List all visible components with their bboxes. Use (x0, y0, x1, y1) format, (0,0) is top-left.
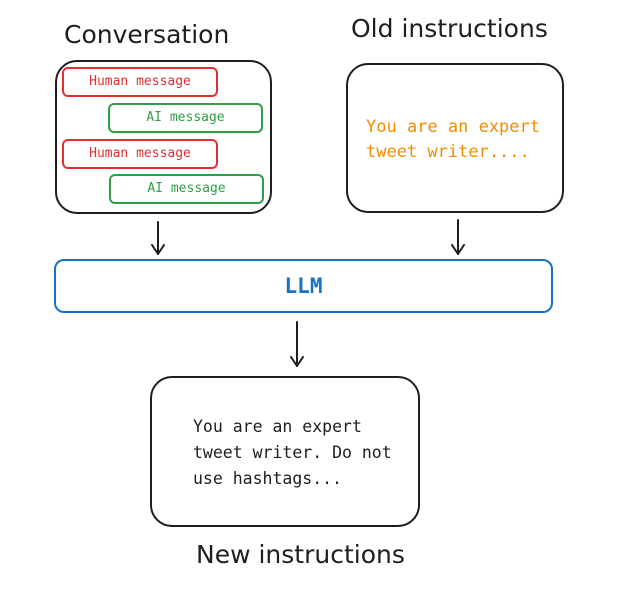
ai-message-1: AI message (108, 103, 263, 133)
ai-message-2: AI message (109, 174, 264, 204)
human-message-2: Human message (62, 139, 218, 169)
old-instructions-box (346, 63, 564, 213)
llm-box: LLM (54, 259, 553, 313)
arrow-conversation-to-llm-icon (151, 221, 165, 255)
llm-label: LLM (284, 274, 323, 298)
old-instructions-text: You are an expert tweet writer.... (366, 117, 540, 162)
arrow-llm-to-new-instructions-icon (290, 321, 304, 367)
arrow-old-instructions-to-llm-icon (451, 219, 465, 255)
new-instructions-text: You are an expert tweet writer. Do not u… (193, 417, 392, 488)
old-instructions-heading: Old instructions (351, 14, 548, 43)
conversation-heading: Conversation (64, 20, 230, 49)
new-instructions-box (150, 376, 420, 527)
human-message-1: Human message (62, 67, 218, 97)
new-instructions-heading: New instructions (196, 540, 405, 569)
